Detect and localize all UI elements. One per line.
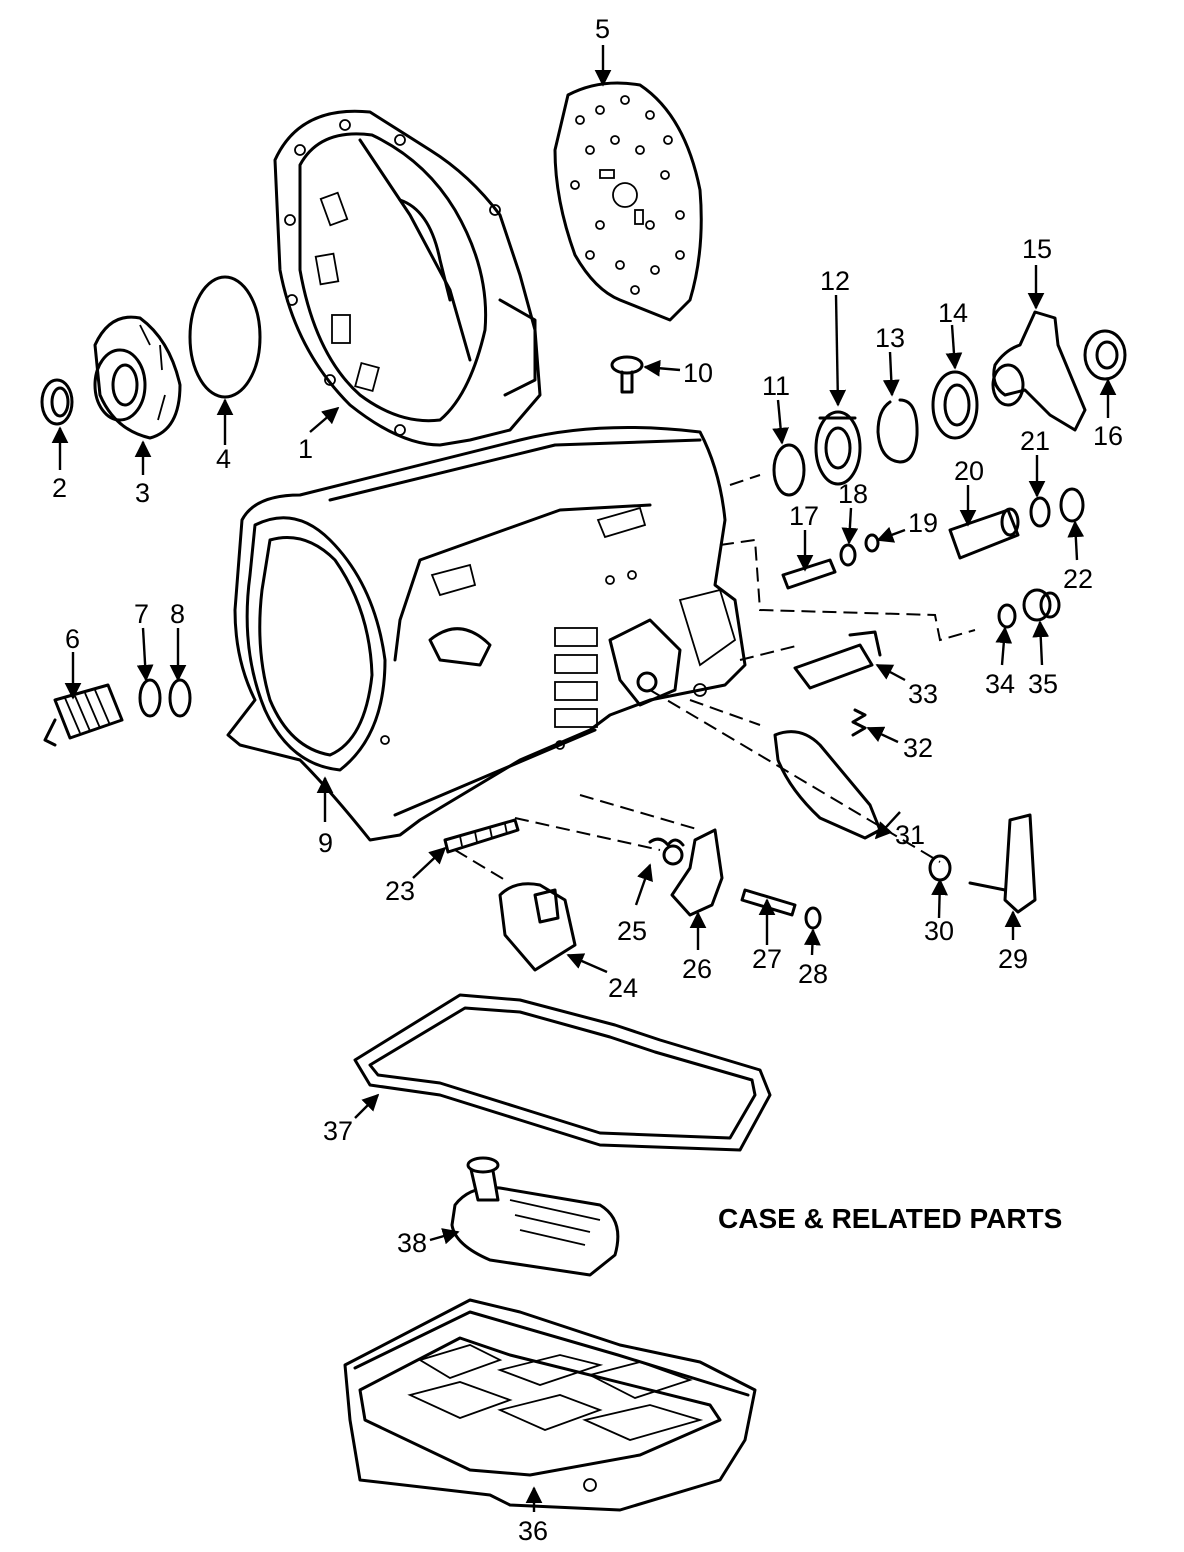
part-11-seal-ring: [772, 443, 806, 497]
callout-27: 27: [752, 944, 782, 974]
callout-numbers: 1 2 3 4 5 6 7 8 9 10 11 12 13 14 15 16 1…: [52, 14, 1123, 1546]
callout-5: 5: [595, 14, 610, 44]
callout-31: 31: [895, 820, 925, 850]
callout-18: 18: [838, 479, 868, 509]
part-10-bolt: [610, 355, 644, 394]
part-35-plug: [1022, 588, 1061, 622]
part-13-snap-ring: [876, 398, 919, 464]
callout-33: 33: [908, 679, 938, 709]
callout-37: 37: [323, 1116, 353, 1146]
callout-29: 29: [998, 944, 1028, 974]
leader-arrows: [51, 45, 1117, 1512]
callout-20: 20: [954, 456, 984, 486]
part-24-bracket: [498, 882, 577, 972]
part-4-o-ring: [188, 275, 262, 399]
part-21-ring: [1029, 496, 1051, 528]
part-19-clip: [864, 533, 880, 553]
part-27-pin: [740, 888, 797, 917]
callout-30: 30: [924, 916, 954, 946]
part-12-bearing: [814, 410, 862, 486]
part-22-ring: [1059, 487, 1085, 523]
part-34-washer: [997, 603, 1017, 629]
callout-26: 26: [682, 954, 712, 984]
part-33-sensor: [793, 630, 882, 690]
part-38-filter: [450, 1156, 620, 1277]
callout-9: 9: [318, 828, 333, 858]
part-7-washer: [138, 678, 162, 718]
callout-4: 4: [216, 444, 231, 474]
part-15-flange: [991, 310, 1087, 432]
callout-6: 6: [65, 624, 80, 654]
part-31-detent-lever: [773, 730, 882, 840]
callout-36: 36: [518, 1516, 548, 1546]
part-8-washer: [168, 678, 192, 718]
part-36-oil-pan: [343, 1298, 757, 1512]
callout-34: 34: [985, 669, 1015, 699]
callout-14: 14: [938, 298, 968, 328]
callout-24: 24: [608, 973, 638, 1003]
callout-19: 19: [908, 508, 938, 538]
part-30-bushing: [928, 854, 952, 882]
diagram-title: CASE & RELATED PARTS: [718, 1203, 1062, 1234]
part-3-pump: [93, 315, 182, 440]
part-9-transmission-case: [226, 426, 747, 842]
part-14-seal: [931, 370, 979, 440]
part-1-bell-housing: [273, 109, 542, 447]
callout-28: 28: [798, 959, 828, 989]
part-25-spring: [648, 837, 685, 866]
callout-12: 12: [820, 266, 850, 296]
callout-3: 3: [135, 478, 150, 508]
callout-10: 10: [683, 358, 713, 388]
callout-32: 32: [903, 733, 933, 763]
part-29-lever: [968, 813, 1037, 914]
callout-22: 22: [1063, 564, 1093, 594]
callout-15: 15: [1022, 234, 1052, 264]
callout-23: 23: [385, 876, 415, 906]
callout-38: 38: [397, 1228, 427, 1258]
part-23-bolt: [443, 818, 520, 854]
callout-35: 35: [1028, 669, 1058, 699]
callout-17: 17: [789, 501, 819, 531]
callout-21: 21: [1020, 426, 1050, 456]
callout-13: 13: [875, 323, 905, 353]
part-5-valve-plate: [553, 81, 703, 322]
callout-2: 2: [52, 473, 67, 503]
callout-8: 8: [170, 599, 185, 629]
part-16-nut: [1083, 329, 1127, 381]
part-26-lever: [670, 828, 724, 917]
callout-1: 1: [298, 434, 313, 464]
part-37-pan-gasket: [353, 993, 772, 1152]
part-17-pin: [781, 558, 837, 590]
callout-16: 16: [1093, 421, 1123, 451]
callout-7: 7: [134, 599, 149, 629]
part-20-sleeve: [948, 507, 1020, 560]
callout-11: 11: [762, 371, 790, 401]
part-2-seal: [40, 378, 74, 426]
callout-25: 25: [617, 916, 647, 946]
part-18-ring: [839, 543, 857, 567]
part-32-spring: [851, 708, 867, 737]
part-28-washer: [804, 906, 822, 930]
part-6-clutch-pack: [43, 683, 124, 747]
